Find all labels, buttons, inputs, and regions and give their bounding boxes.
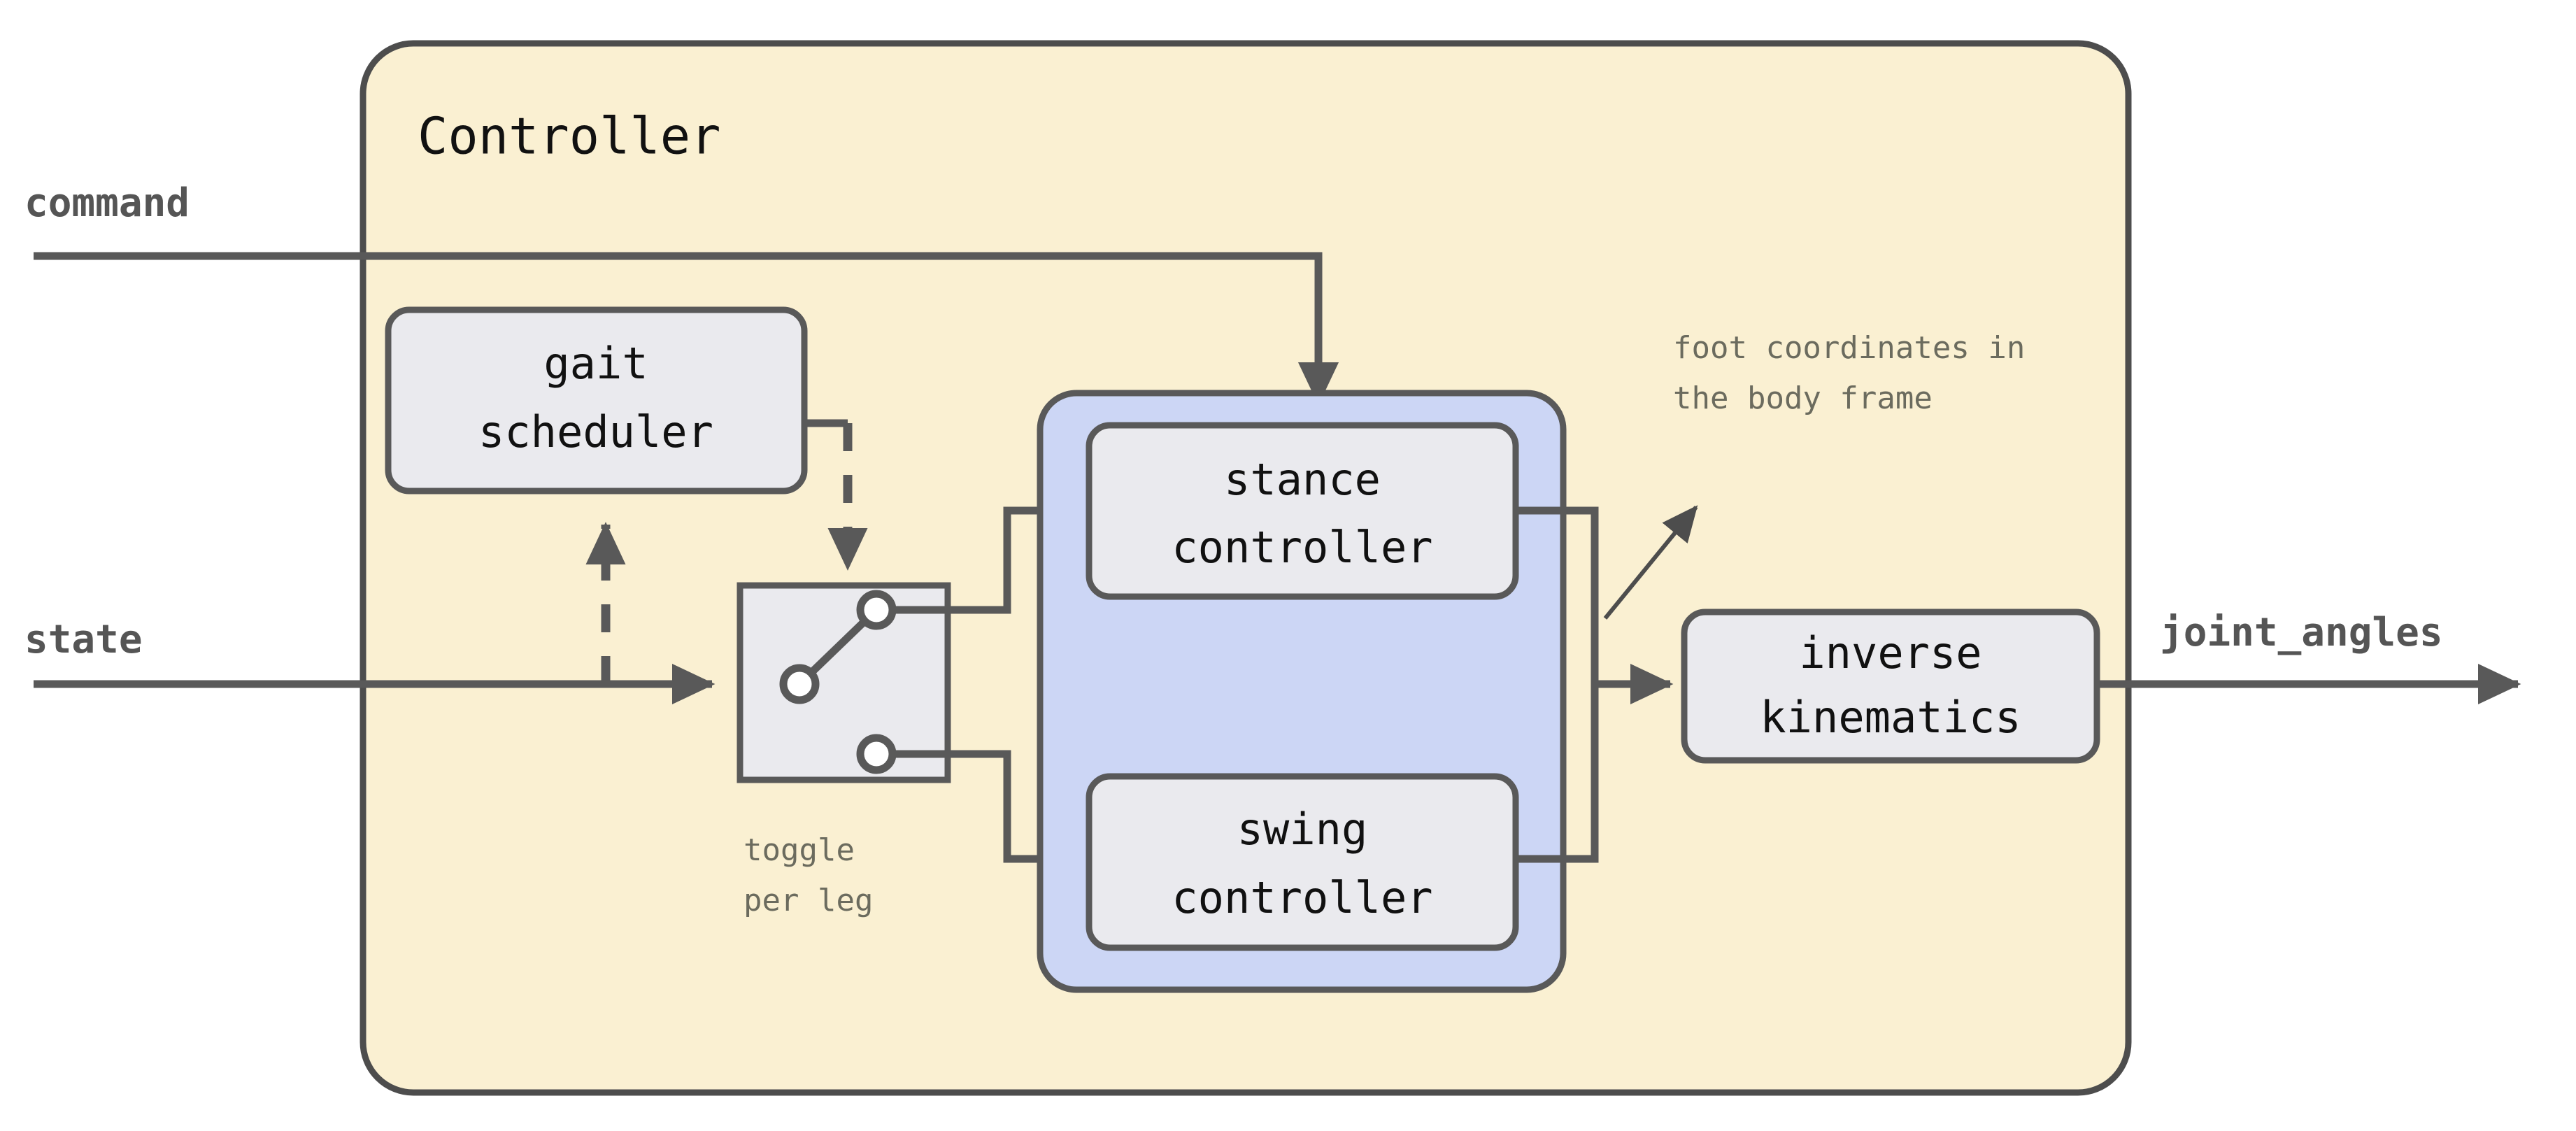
toggle-pivot-terminal[interactable] [779,664,820,704]
swing-controller-block[interactable]: swing controller [1086,773,1519,951]
gait-to-toggle-wire [804,419,868,571]
gait-scheduler-label-line2: scheduler [478,406,713,457]
controller-group-title: Controller [418,107,720,166]
gait-scheduler-box[interactable] [385,306,808,495]
toggle-lower-pole[interactable] [856,734,897,774]
controllers-to-ik-wire [1516,506,1674,863]
swing-controller-label-line1: swing [1237,804,1368,855]
joint-angles-label: joint_angles [2160,610,2443,655]
command-label: command [24,180,190,226]
toggle-upper-pole[interactable] [856,590,897,630]
toggle-note-line1: toggle [743,832,855,868]
inverse-kinematics-label-line2: kinematics [1760,692,2021,743]
stance-controller-label-line2: controller [1172,522,1432,573]
state-label: state [24,617,143,662]
gait-scheduler-label-line1: gait [543,338,648,389]
toggle-switch-box[interactable] [736,582,951,783]
stance-controller-label-line1: stance [1224,454,1381,505]
inverse-kinematics-label-line1: inverse [1799,627,1981,678]
command-wire-path [34,252,1339,406]
command-input-wire [34,252,1339,406]
foot-coordinates-leader-arrow [1603,505,1698,620]
toggle-note-line2: per leg [743,883,873,918]
gait-scheduler-block[interactable]: gait scheduler [385,306,808,495]
inverse-kinematics-block[interactable]: inverse kinematics [1681,609,2100,764]
foot-coordinates-note-line2: the body frame [1673,380,1933,416]
stance-controller-block[interactable]: stance controller [1086,422,1519,600]
foot-coordinates-note-line1: foot coordinates in [1673,330,2025,366]
swing-controller-label-line2: controller [1172,872,1432,923]
foot-coordinates-annotation: foot coordinates in the body frame [1603,330,2025,620]
toggle-switch-block[interactable] [736,582,951,783]
